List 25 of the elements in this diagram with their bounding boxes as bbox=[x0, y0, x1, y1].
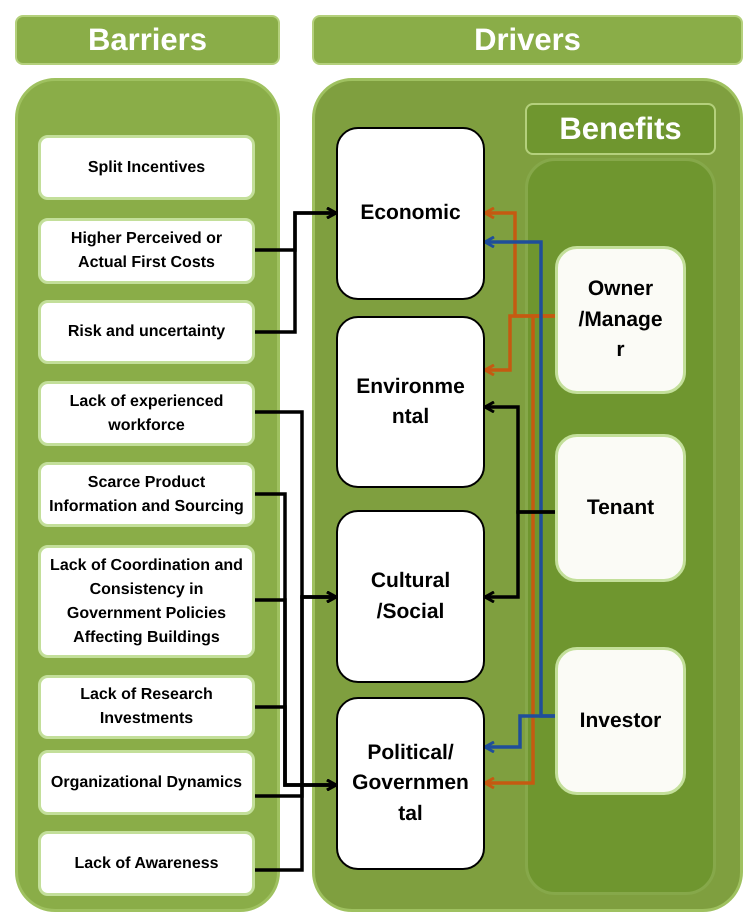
benefit-box: Investor bbox=[555, 647, 686, 795]
arrow bbox=[484, 510, 555, 604]
barrier-box: Lack of Awareness bbox=[38, 831, 255, 896]
arrow bbox=[255, 206, 338, 334]
barrier-box: Split Incentives bbox=[38, 135, 255, 200]
section-header: Barriers bbox=[15, 15, 280, 65]
section-header: Benefits bbox=[525, 103, 716, 155]
barrier-box: Lack of experienced workforce bbox=[38, 381, 255, 446]
arrow bbox=[484, 314, 555, 790]
barrier-box: Organizational Dynamics bbox=[38, 750, 255, 815]
barrier-box: Lack of Coordination and Consistency in Government Policies Affecting Buildings bbox=[38, 545, 255, 658]
arrow bbox=[255, 705, 338, 792]
arrow bbox=[255, 590, 338, 872]
driver-box: Environmental bbox=[336, 316, 485, 488]
driver-box: Economic bbox=[336, 127, 485, 300]
driver-box: Cultural /Social bbox=[336, 510, 485, 683]
driver-box: Political/ Governmental bbox=[336, 697, 485, 870]
section-header: Drivers bbox=[312, 15, 743, 65]
arrow bbox=[484, 714, 555, 754]
barrier-box: Risk and uncertainty bbox=[38, 300, 255, 364]
barrier-box: Higher Perceived or Actual First Costs bbox=[38, 218, 255, 284]
benefit-box: Tenant bbox=[555, 434, 686, 582]
barrier-box: Scarce Product Information and Sourcing bbox=[38, 462, 255, 527]
benefit-box: Owner /Manager bbox=[555, 246, 686, 394]
barrier-box: Lack of Research Investments bbox=[38, 675, 255, 739]
